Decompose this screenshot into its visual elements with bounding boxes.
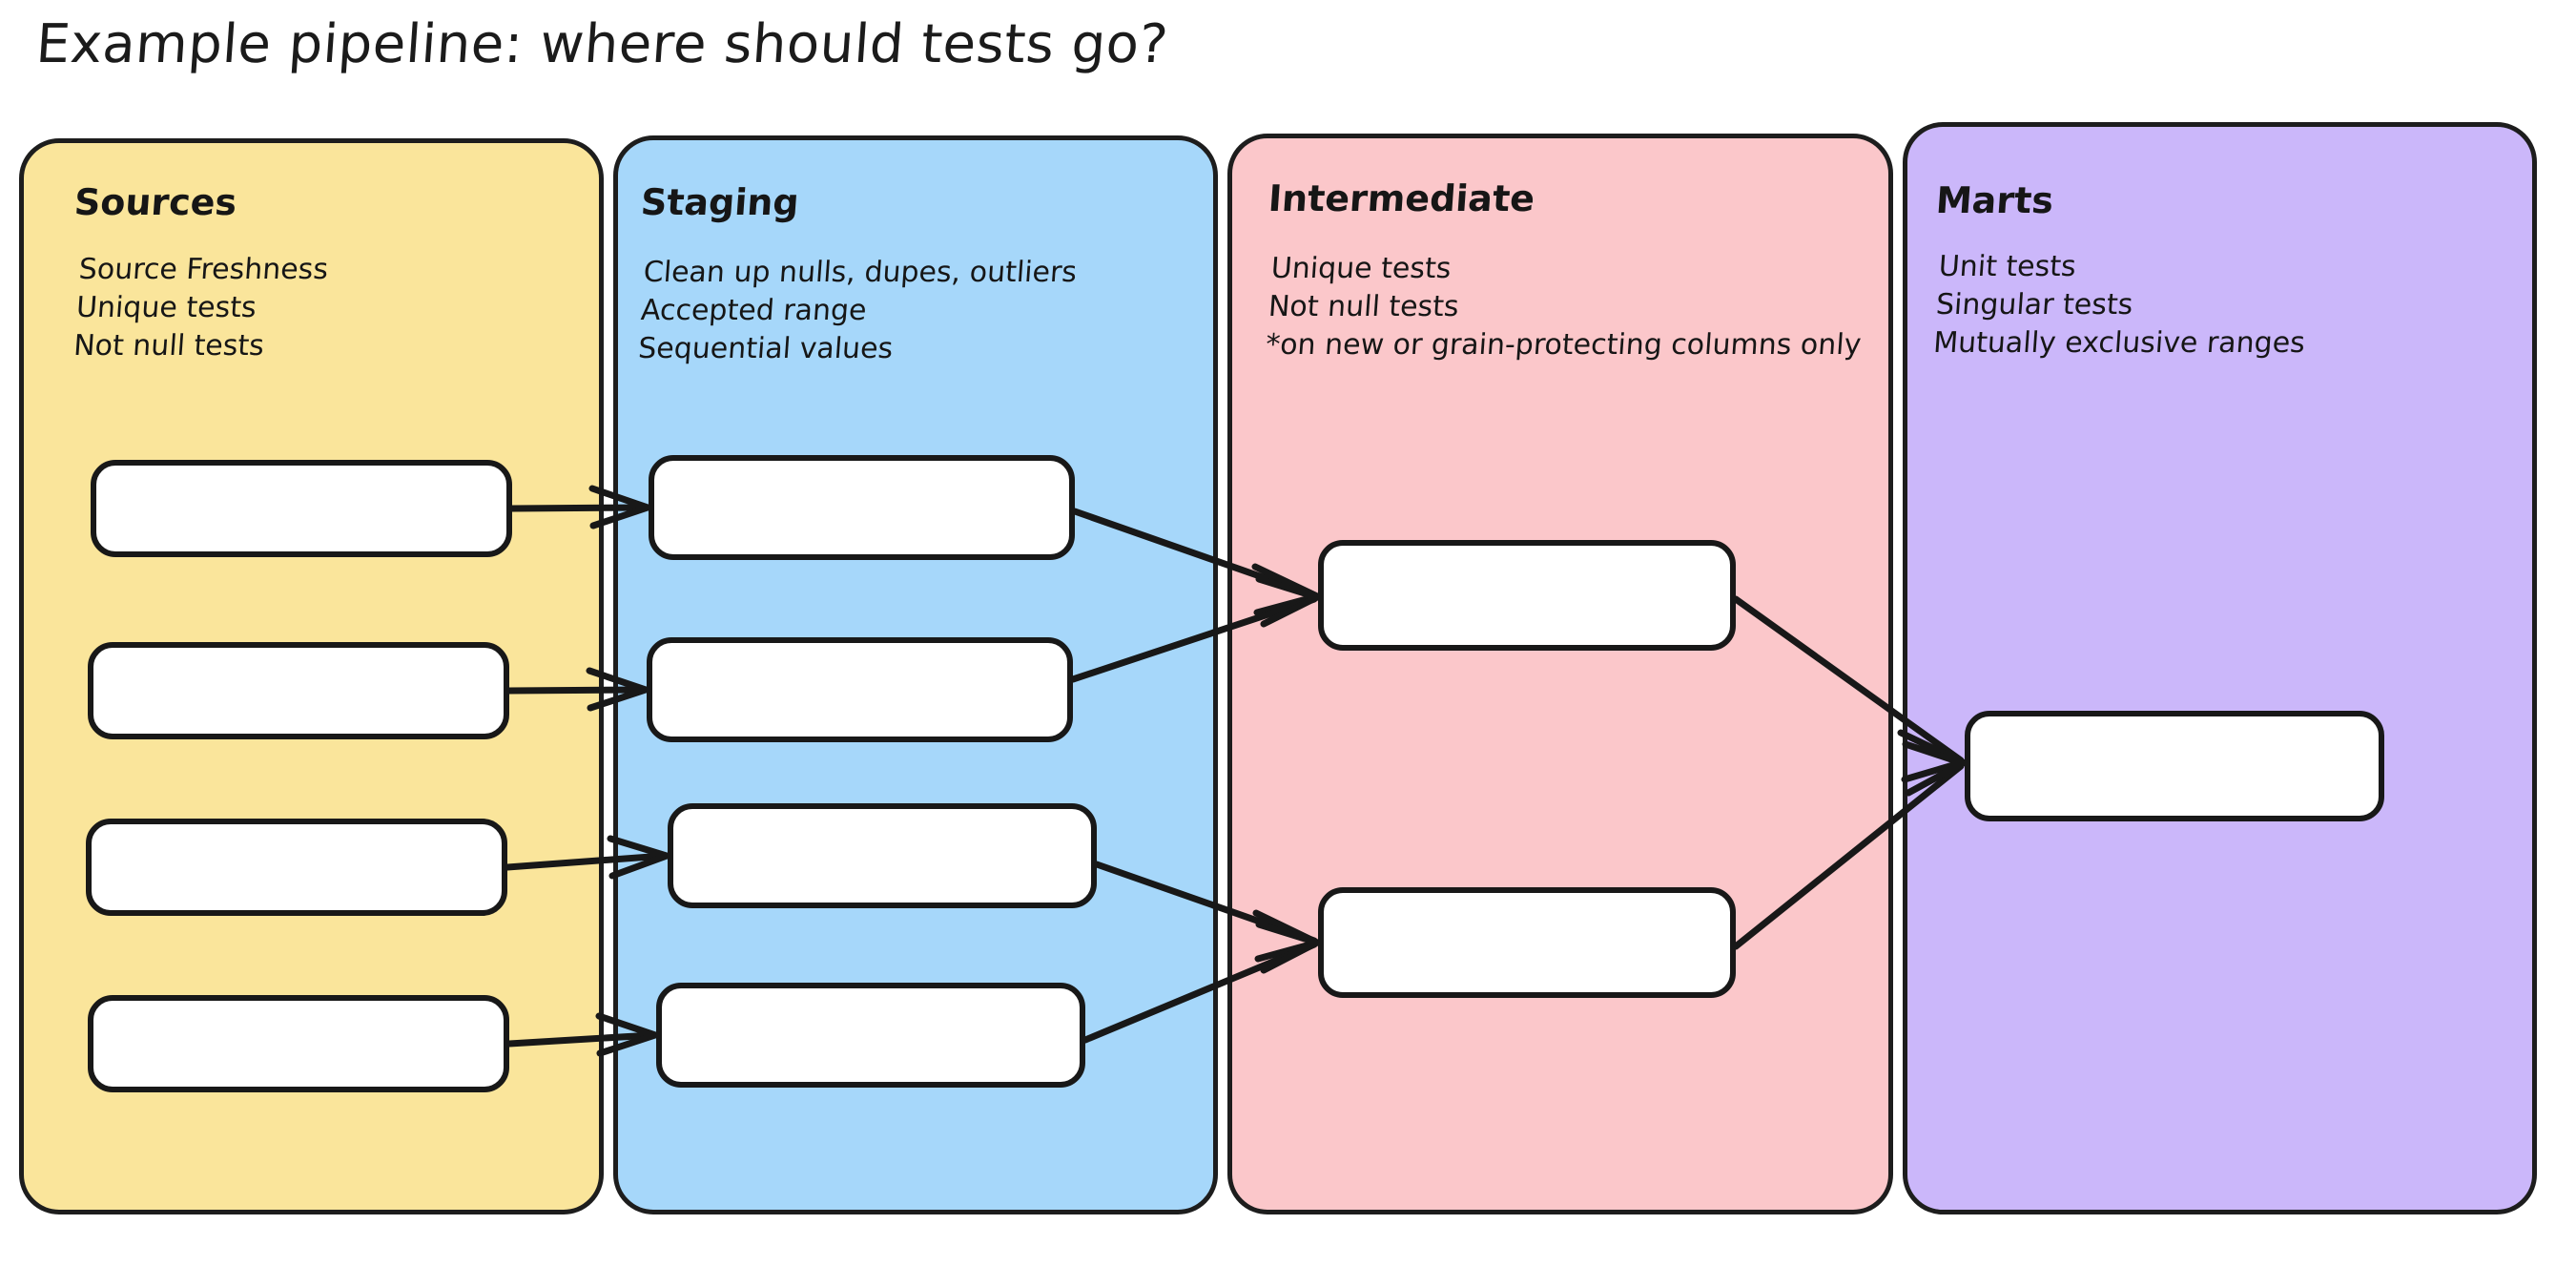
panel-heading-marts: Marts xyxy=(1934,179,2055,221)
note-line: Unique tests xyxy=(1269,252,1453,285)
node-sources-4[interactable] xyxy=(88,995,509,1092)
panel-heading-intermediate: Intermediate xyxy=(1267,177,1536,219)
node-marts-1[interactable] xyxy=(1965,711,2384,821)
note-line: Unique tests xyxy=(74,291,258,324)
note-line: Not null tests xyxy=(72,329,266,363)
note-line: Singular tests xyxy=(1934,288,2134,322)
node-intermediate-1[interactable] xyxy=(1318,540,1736,651)
panel-marts xyxy=(1903,122,2537,1214)
note-line: Unit tests xyxy=(1937,250,2077,283)
node-staging-4[interactable] xyxy=(656,983,1085,1088)
note-line: Mutually exclusive ranges xyxy=(1932,326,2307,360)
note-line: Sequential values xyxy=(637,332,895,365)
panel-heading-staging: Staging xyxy=(639,181,801,223)
node-sources-3[interactable] xyxy=(86,819,507,916)
panel-notes-intermediate: Unique tests Not null tests *on new or g… xyxy=(1265,250,1868,364)
node-staging-3[interactable] xyxy=(668,803,1097,908)
node-sources-1[interactable] xyxy=(91,460,512,557)
panel-notes-staging: Clean up nulls, dupes, outliers Accepted… xyxy=(637,254,1079,368)
panel-notes-sources: Source Freshness Unique tests Not null t… xyxy=(72,251,330,365)
page-title: Example pipeline: where should tests go? xyxy=(33,13,1171,75)
note-line: Source Freshness xyxy=(77,253,330,286)
panel-notes-marts: Unit tests Singular tests Mutually exclu… xyxy=(1932,248,2312,363)
note-line: Clean up nulls, dupes, outliers xyxy=(642,256,1079,289)
node-intermediate-2[interactable] xyxy=(1318,887,1736,998)
node-staging-1[interactable] xyxy=(649,455,1075,560)
node-staging-2[interactable] xyxy=(647,637,1073,742)
panel-heading-sources: Sources xyxy=(72,181,238,223)
note-line: Accepted range xyxy=(639,294,868,327)
note-line: Not null tests xyxy=(1267,290,1460,323)
node-sources-2[interactable] xyxy=(88,642,509,739)
note-line: *on new or grain-protecting columns only xyxy=(1265,328,1863,362)
